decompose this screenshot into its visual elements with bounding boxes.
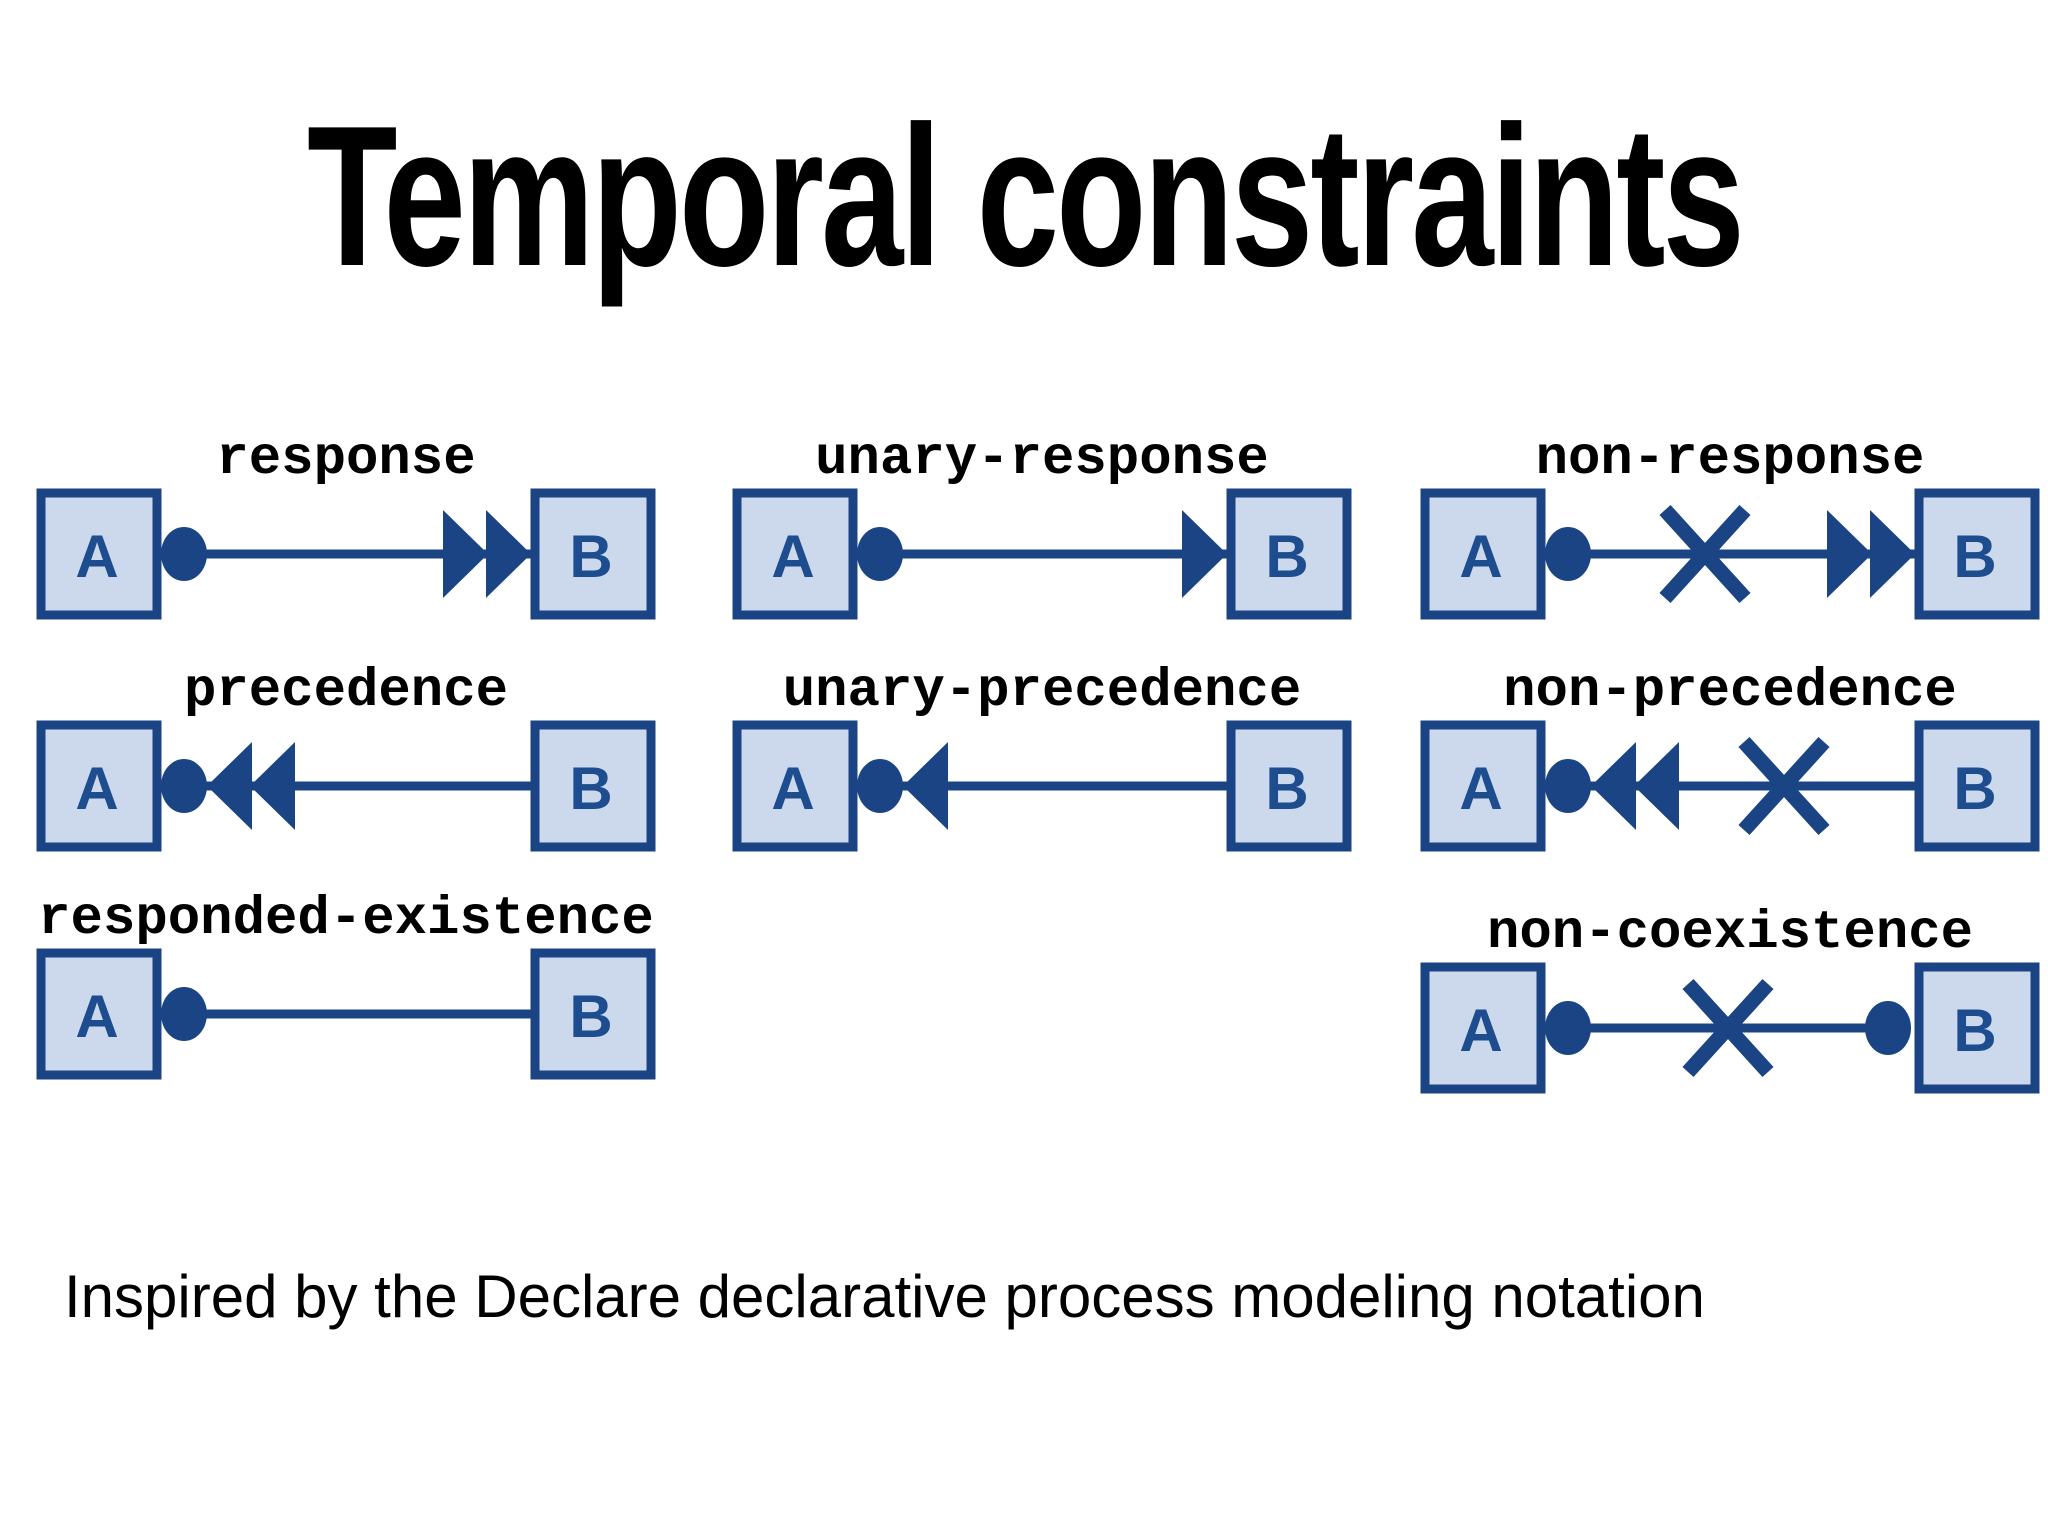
source-dot-icon	[161, 527, 207, 581]
activity-box-b	[530, 948, 656, 1080]
activity-box-a	[732, 720, 858, 852]
diagram-label: non-precedence	[1503, 661, 1957, 722]
diagram-label: unary-response	[815, 429, 1269, 490]
arrowhead-icon	[486, 510, 531, 598]
diagram-label: unary-precedence	[782, 661, 1302, 722]
activity-letter-a: A	[75, 755, 118, 822]
page-title-text: Temporal constraints	[306, 85, 1745, 308]
activity-letter-a: A	[1459, 997, 1502, 1064]
diagram-label: responded-existence	[38, 889, 654, 950]
activity-box-a	[1420, 962, 1546, 1094]
activity-letter-a: A	[75, 983, 118, 1050]
activity-box-a	[732, 488, 858, 620]
arrowhead-icon	[1870, 510, 1915, 598]
activity-box-a	[1420, 720, 1546, 852]
arrowhead-icon	[1182, 510, 1227, 598]
diagram-label: precedence	[183, 661, 509, 722]
diagram-label: response	[216, 429, 476, 490]
activity-box-b	[530, 488, 656, 620]
cross-icon	[1659, 504, 1751, 604]
arrowhead-icon	[207, 742, 252, 830]
source-dot-icon	[1545, 759, 1591, 813]
activity-letter-b: B	[1265, 523, 1308, 590]
activity-box-b	[1226, 488, 1352, 620]
cross-icon	[1682, 978, 1774, 1078]
page-title: Temporal constraints	[0, 92, 2048, 302]
activity-box-a	[1420, 488, 1546, 620]
source-dot-icon	[1545, 527, 1591, 581]
activity-letter-b: B	[569, 755, 612, 822]
arrowhead-icon	[1634, 742, 1679, 830]
activity-box-b	[1914, 962, 2040, 1094]
activity-letter-a: A	[771, 755, 814, 822]
activity-letter-a: A	[1459, 755, 1502, 822]
arrowhead-icon	[250, 742, 295, 830]
source-dot-icon	[857, 759, 903, 813]
activity-box-a	[36, 488, 162, 620]
activity-box-b	[1226, 720, 1352, 852]
activity-box-a	[36, 948, 162, 1080]
cross-icon	[1738, 736, 1830, 836]
activity-box-a	[36, 720, 162, 852]
source-dot-icon	[161, 987, 207, 1041]
arrowhead-icon	[1827, 510, 1872, 598]
slide-caption: Inspired by the Declare declarative proc…	[64, 1263, 1705, 1330]
source-dot-icon	[1545, 1001, 1591, 1055]
diagram-label: non-response	[1535, 429, 1925, 490]
target-dot-icon	[1865, 1001, 1911, 1055]
activity-letter-b: B	[1953, 523, 1996, 590]
activity-letter-b: B	[1953, 997, 1996, 1064]
activity-letter-b: B	[1953, 755, 1996, 822]
source-dot-icon	[857, 527, 903, 581]
activity-letter-b: B	[1265, 755, 1308, 822]
activity-box-b	[1914, 488, 2040, 620]
activity-letter-a: A	[75, 523, 118, 590]
activity-letter-b: B	[569, 983, 612, 1050]
activity-box-b	[1914, 720, 2040, 852]
arrowhead-icon	[443, 510, 488, 598]
diagram-label: non-coexistence	[1486, 903, 1974, 964]
activity-letter-a: A	[1459, 523, 1502, 590]
source-dot-icon	[161, 759, 207, 813]
activity-letter-a: A	[771, 523, 814, 590]
activity-box-b	[530, 720, 656, 852]
arrowhead-icon	[1591, 742, 1636, 830]
activity-letter-b: B	[569, 523, 612, 590]
arrowhead-icon	[903, 742, 948, 830]
